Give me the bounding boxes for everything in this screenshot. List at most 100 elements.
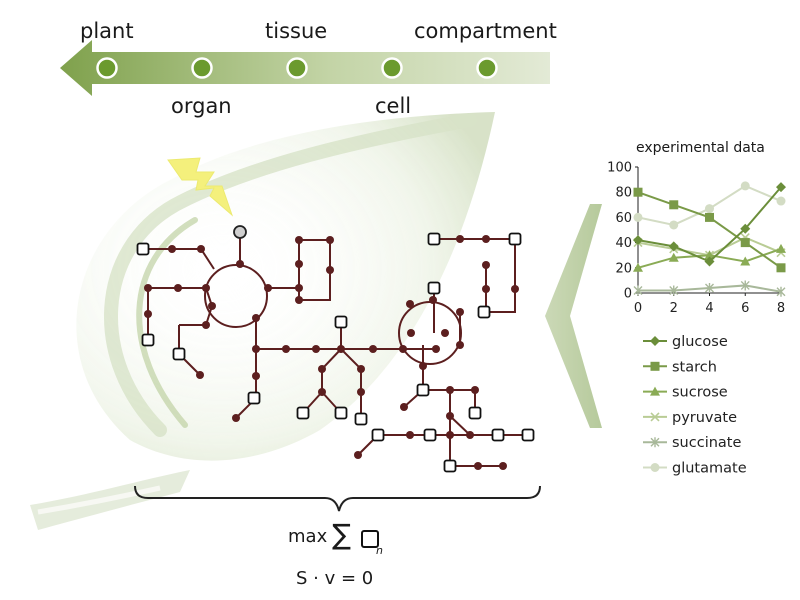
exchange-flux-box [521, 428, 535, 442]
light-input-node [233, 225, 247, 239]
metabolite-node [295, 236, 303, 244]
data-point-succinate [705, 282, 714, 293]
data-point-starch [705, 212, 714, 222]
data-point-glutamate [776, 196, 786, 206]
data-point-glucose [633, 235, 643, 246]
data-point-starch [740, 238, 750, 248]
exchange-flux-box [354, 412, 368, 426]
data-point-sucrose [740, 256, 751, 266]
data-point-succinate [740, 280, 750, 291]
data-point-sucrose [633, 262, 643, 272]
metabolite-node [264, 284, 272, 292]
metabolite-node [174, 284, 182, 292]
scale-level-dot [96, 57, 118, 79]
y-tick-label: 40 [615, 236, 632, 251]
exchange-flux-box [508, 232, 522, 246]
data-point-starch [776, 263, 786, 273]
legend-label-starch: starch [672, 359, 717, 375]
label-compartment: compartment [414, 19, 557, 43]
metabolite-node [446, 431, 454, 439]
metabolite-node [208, 302, 216, 310]
legend-label-glutamate: glutamate [672, 461, 747, 477]
metabolite-node [466, 431, 474, 439]
metabolite-node [196, 371, 204, 379]
exchange-flux-box [371, 428, 385, 442]
exchange-flux-box [427, 232, 441, 246]
scale-level-dot [476, 57, 498, 79]
metabolite-node [482, 235, 490, 243]
metabolite-node [456, 308, 464, 316]
flux-placeholder-icon [361, 530, 379, 548]
data-point-sucrose [776, 243, 786, 253]
metabolite-node [318, 388, 326, 396]
label-cell: cell [375, 94, 412, 118]
label-plant: plant [80, 19, 134, 43]
metabolite-node [202, 321, 210, 329]
metabolite-node [357, 388, 365, 396]
metabolite-node [406, 300, 414, 308]
metabolite-node [446, 412, 454, 420]
data-point-glucose [704, 256, 715, 267]
y-tick-label: 80 [615, 186, 632, 201]
metabolite-node [432, 345, 440, 353]
metabolite-node [369, 345, 377, 353]
metabolite-node [168, 245, 176, 253]
metabolite-node [282, 345, 290, 353]
exchange-flux-box [334, 315, 348, 329]
legend-label-glucose: glucose [672, 334, 728, 350]
metabolite-node [252, 372, 260, 380]
exchange-flux-box [136, 242, 150, 256]
x-tick-label: 4 [705, 301, 713, 316]
metabolite-node [399, 345, 407, 353]
metabolite-node [295, 284, 303, 292]
exchange-flux-box [491, 428, 505, 442]
exchange-flux-box [141, 333, 155, 347]
data-point-glucose [668, 241, 679, 252]
data-point-succinate [669, 285, 679, 296]
scale-level-dot [286, 57, 308, 79]
metabolite-node [326, 266, 334, 274]
exchange-flux-box [423, 428, 437, 442]
y-tick-label: 100 [607, 161, 632, 176]
chart-title: experimental data [636, 140, 765, 156]
legend-label-pyruvate: pyruvate [672, 410, 737, 426]
legend-marker-sucrose [650, 386, 660, 396]
metabolite-node [406, 431, 414, 439]
data-point-sucrose [668, 252, 679, 262]
data-point-sucrose [704, 250, 715, 260]
metabolite-node [511, 285, 519, 293]
metabolite-node [429, 296, 437, 304]
data-point-succinate [633, 285, 643, 296]
data-point-starch [669, 200, 679, 210]
reaction-edge [434, 238, 516, 313]
chevron-left-shape [545, 204, 602, 428]
metabolite-node [456, 235, 464, 243]
metabolite-node [357, 365, 365, 373]
y-tick-label: 20 [615, 261, 632, 276]
sum-symbol: ∑ [332, 518, 351, 551]
metabolite-node [400, 403, 408, 411]
metabolite-node [499, 462, 507, 470]
metabolite-node [474, 462, 482, 470]
data-point-glutamate [740, 181, 750, 191]
metabolite-node [318, 365, 326, 373]
reaction-edge [268, 239, 331, 301]
metabolite-node [482, 285, 490, 293]
exchange-flux-box [296, 406, 310, 420]
metabolite-node [354, 451, 362, 459]
x-tick-label: 2 [670, 301, 678, 316]
data-point-succinate [776, 286, 786, 297]
legend-marker-glucose [650, 336, 660, 346]
legend-label-succinate: succinate [672, 435, 741, 451]
metabolite-node [252, 314, 260, 322]
data-point-starch [633, 187, 643, 197]
metabolite-node [456, 341, 464, 349]
exchange-flux-box [334, 406, 348, 420]
metabolite-node [337, 345, 345, 353]
y-tick-label: 60 [615, 211, 632, 226]
reaction-cycle [204, 264, 268, 328]
label-tissue: tissue [265, 19, 328, 43]
